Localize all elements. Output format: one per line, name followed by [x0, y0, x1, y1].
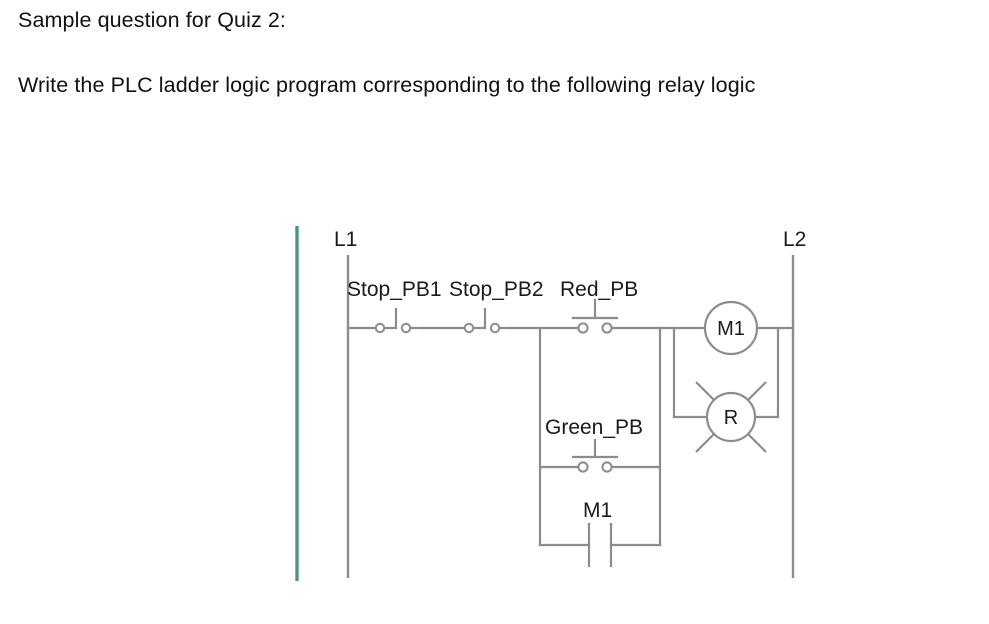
r-lamp-label: R: [724, 407, 738, 429]
pilot-light-r[interactable]: R: [695, 381, 767, 453]
label-m1-contact: M1: [583, 499, 612, 522]
question-line-1: Sample question for Quiz 2:: [18, 8, 287, 32]
contact-stop-pb2[interactable]: [463, 307, 512, 334]
r-lamp-ray-lower-right: [745, 431, 767, 453]
stop-pb2-terminal-right: [489, 322, 501, 334]
stop-pb1-terminal-right: [400, 322, 412, 334]
red-pb-terminal-right: [601, 322, 613, 334]
label-stop-pb2: Stop_PB2: [449, 278, 544, 301]
contact-red-pb[interactable]: [571, 298, 662, 334]
stop-pb2-terminal-left: [463, 322, 475, 334]
r-lamp-circle: [705, 391, 757, 443]
rail-label-l1: L1: [334, 228, 357, 251]
stop-pb1-terminal-left: [374, 322, 386, 334]
coil-m1[interactable]: M1: [703, 300, 759, 356]
label-stop-pb1: Stop_PB1: [347, 278, 442, 301]
rail-label-l2: L2: [783, 228, 806, 251]
r-lamp-ray-upper-right: [745, 381, 767, 403]
m1-coil-label: M1: [717, 318, 745, 340]
label-red-pb: Red_PB: [560, 278, 638, 301]
red-pb-terminal-left: [577, 322, 589, 334]
question-line-2: Write the PLC ladder logic program corre…: [18, 73, 756, 97]
label-green-pb: Green_PB: [545, 416, 643, 439]
contact-stop-pb1[interactable]: [374, 307, 424, 334]
r-lamp-ray-lower-left: [695, 431, 717, 453]
contact-green-pb[interactable]: [571, 438, 619, 473]
green-pb-terminal-left: [577, 461, 589, 473]
contact-m1-holding[interactable]: [587, 522, 613, 568]
r-lamp-ray-upper-left: [695, 381, 717, 403]
green-pb-terminal-right: [601, 461, 613, 473]
